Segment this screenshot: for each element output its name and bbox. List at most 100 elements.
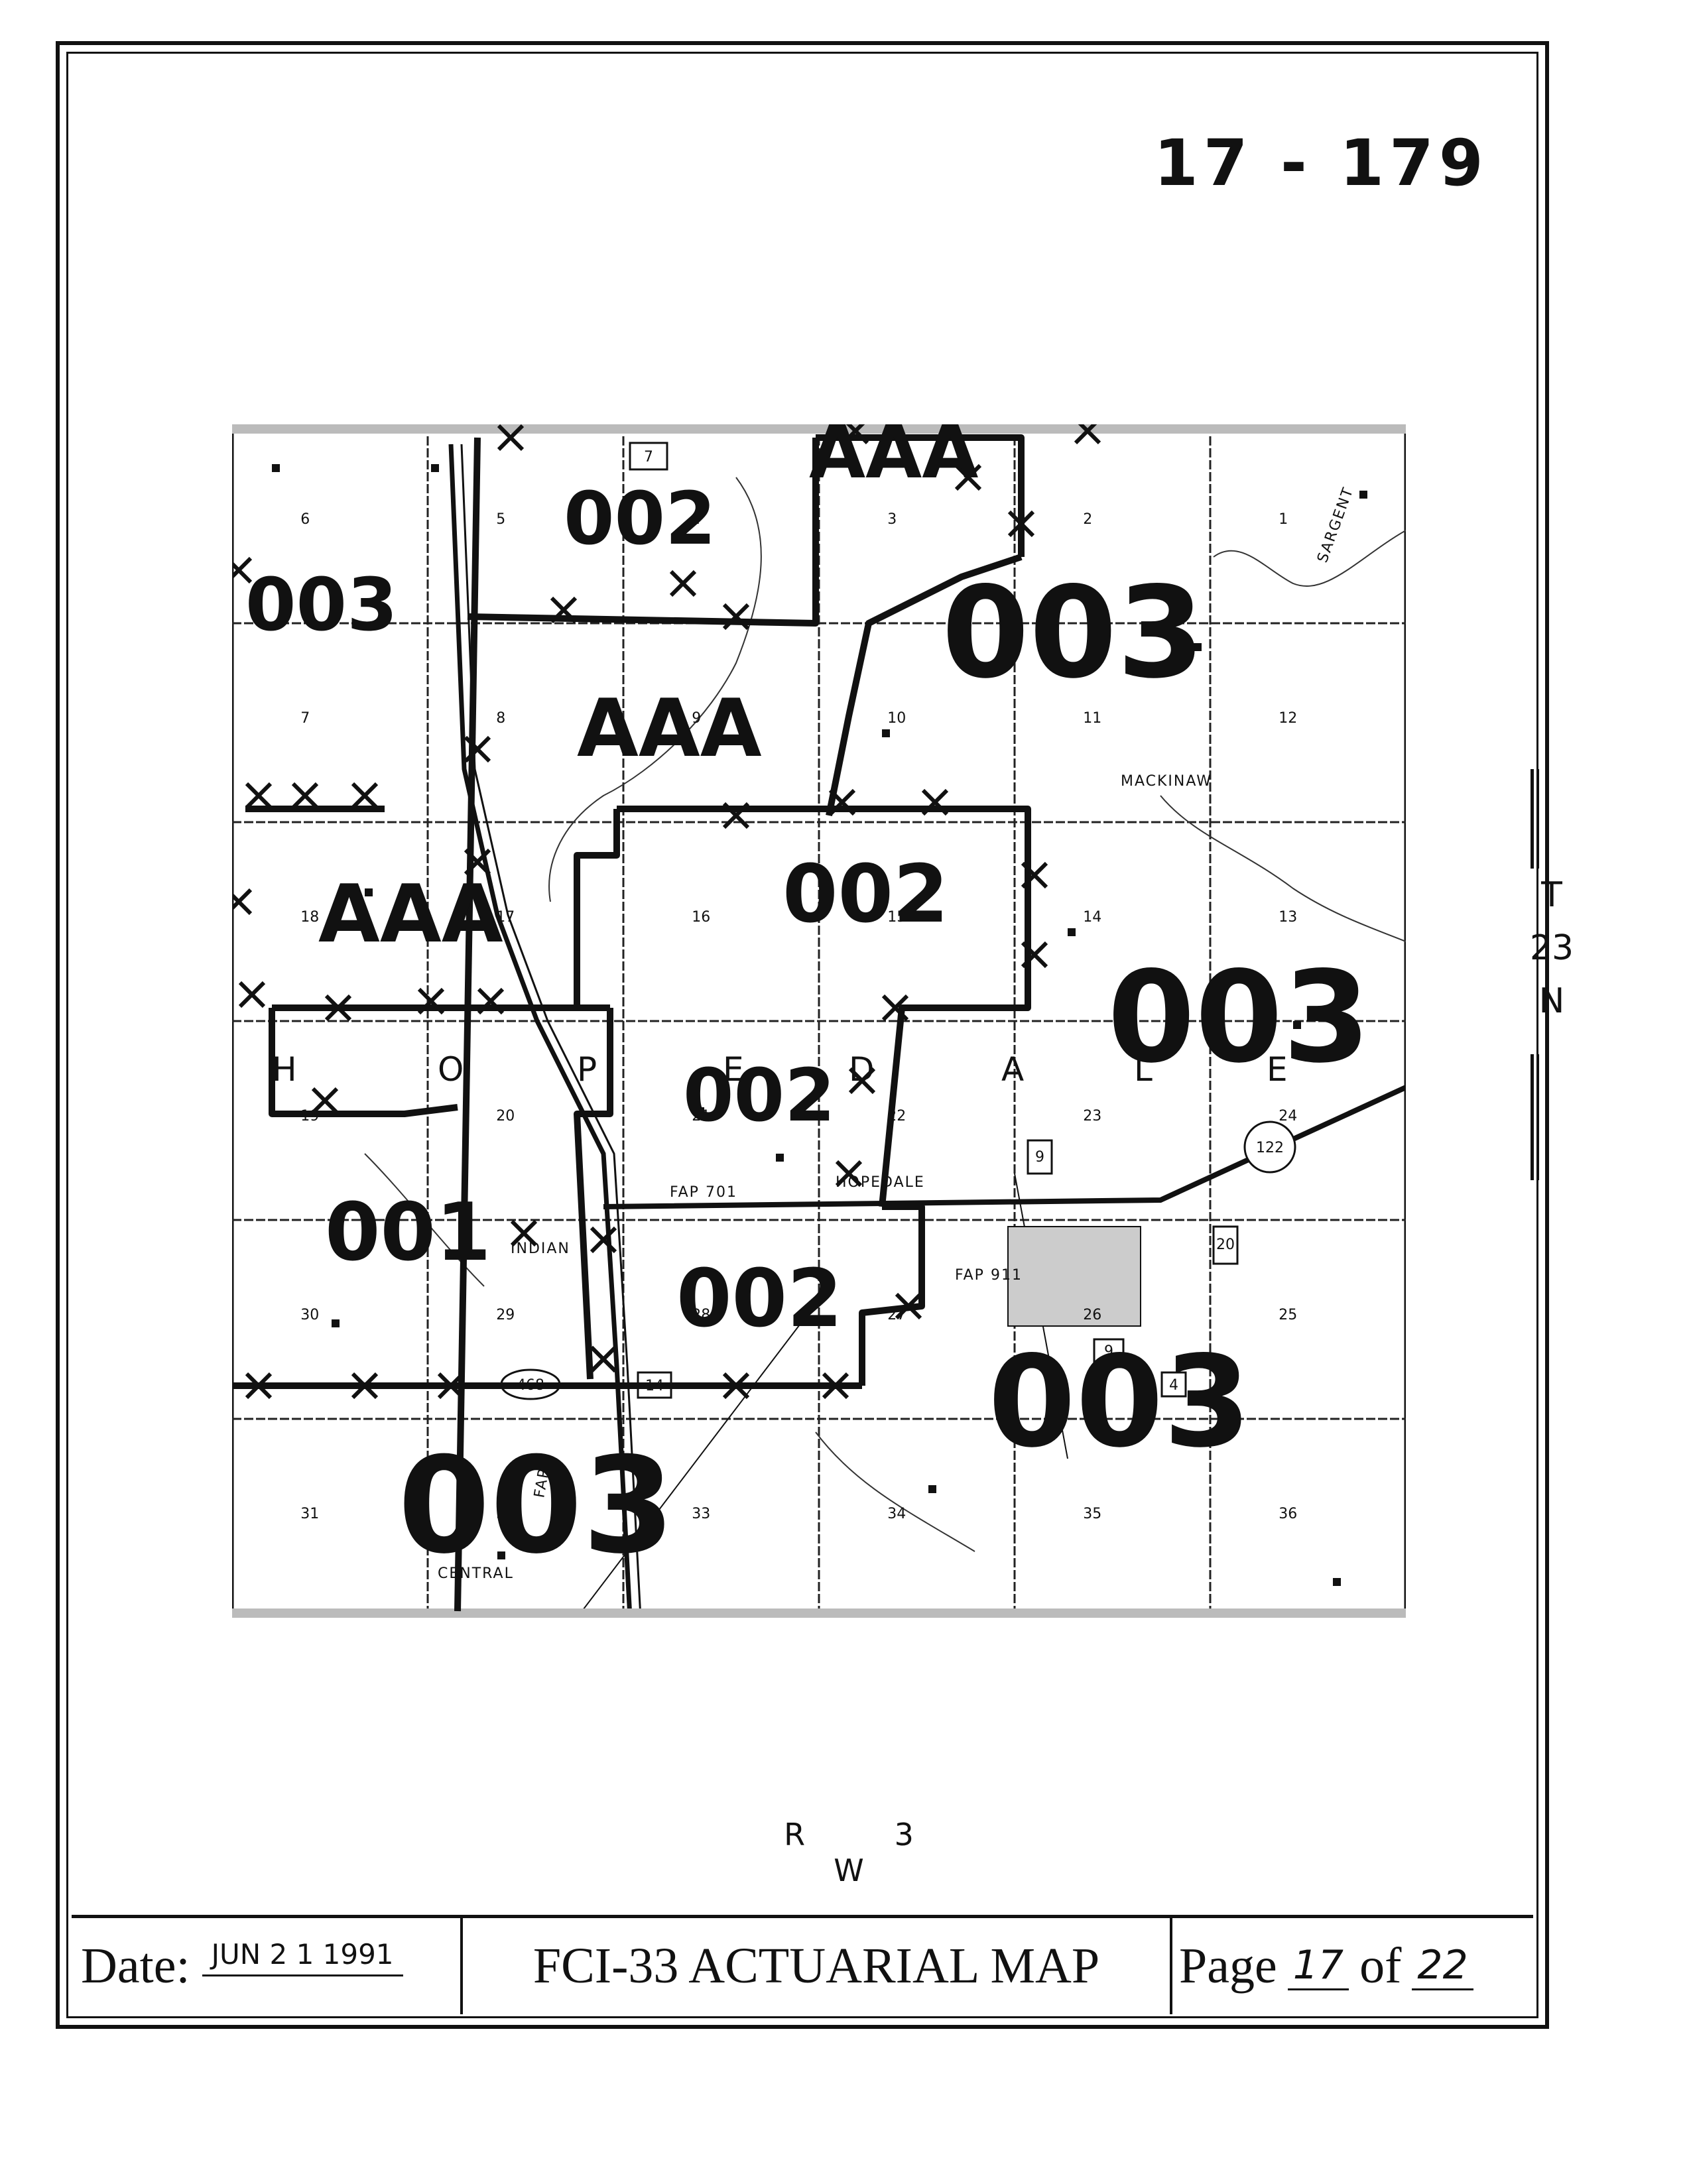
- x-mark: [590, 1345, 617, 1373]
- x-mark: [1074, 424, 1101, 445]
- section-number: 2: [1083, 511, 1092, 528]
- section-number: 23: [1083, 1108, 1101, 1124]
- x-mark: [497, 424, 525, 452]
- section-number: 32: [496, 1506, 515, 1522]
- zone-label: 002: [564, 476, 716, 561]
- section-number: 14: [1083, 909, 1101, 926]
- section-number: 36: [1279, 1506, 1297, 1522]
- document-number: 17 - 179: [1154, 126, 1489, 200]
- x-mark: [722, 1372, 750, 1400]
- x-mark: [351, 1372, 379, 1400]
- section-number: 7: [300, 710, 310, 727]
- place-label-central: CENTRAL: [438, 1565, 514, 1582]
- section-number: 35: [1083, 1506, 1101, 1522]
- place-label-hopedale: HOPEDALE: [836, 1174, 925, 1191]
- farmstead-marker: [696, 1107, 704, 1115]
- of-label: of: [1359, 1938, 1402, 1994]
- zone-label: AAA: [318, 869, 503, 961]
- township-name-letter: O: [438, 1050, 464, 1089]
- township-name-letter: E: [723, 1050, 744, 1089]
- footer-page-cell: Page 17 of 22: [1172, 1918, 1533, 2014]
- farmstead-marker: [776, 1154, 784, 1162]
- farmstead-marker: [365, 888, 373, 896]
- x-mark: [722, 603, 750, 631]
- range-axis-label: R 3 W: [784, 1817, 954, 1888]
- x-mark: [464, 735, 491, 763]
- x-mark: [351, 782, 379, 810]
- route-shield-9b: 9: [1104, 1343, 1113, 1360]
- route-shield-7-box: [629, 442, 668, 471]
- section-number: 1: [1279, 511, 1288, 528]
- township-name-letter: A: [1001, 1050, 1024, 1089]
- section-number: 5: [496, 511, 505, 528]
- zone-label: 003: [1107, 944, 1371, 1091]
- farmstead-marker: [332, 1319, 340, 1327]
- x-mark: [835, 1160, 863, 1187]
- route-shield-4-box: [1160, 1371, 1187, 1398]
- x-mark: [828, 788, 856, 816]
- section-number: 12: [1279, 710, 1297, 727]
- farmstead-marker: [1293, 1021, 1301, 1029]
- zone-label: AAA: [809, 424, 978, 495]
- x-mark: [822, 1372, 849, 1400]
- farmstead-marker: [1068, 928, 1076, 936]
- axis-letter-n: N: [1538, 981, 1565, 1021]
- zone-label: 003: [245, 562, 398, 647]
- page-number: 17: [1287, 1942, 1349, 1990]
- x-mark: [311, 1087, 339, 1115]
- x-mark: [921, 788, 949, 816]
- farmstead-marker: [272, 464, 280, 472]
- farmstead-marker: [1333, 1578, 1341, 1586]
- map-title: FCI-33 ACTUARIAL MAP: [532, 1938, 1100, 1994]
- axis-bar-bottom: [1531, 1054, 1534, 1180]
- x-mark: [510, 1219, 538, 1247]
- section-number: 17: [496, 909, 515, 926]
- route-shield-9a: 9: [1035, 1149, 1044, 1166]
- axis-bar-top: [1531, 769, 1534, 869]
- footer-table: Date: JUN 2 1 1991 FCI-33 ACTUARIAL MAP …: [72, 1915, 1533, 2014]
- section-number: 24: [1279, 1108, 1297, 1124]
- township-axis-label: T 23 N: [1525, 869, 1578, 1028]
- section-number: 11: [1083, 710, 1101, 727]
- x-mark: [954, 463, 982, 491]
- section-number: 6: [300, 511, 310, 528]
- x-mark: [1007, 510, 1035, 538]
- farmstead-marker: [928, 1485, 936, 1493]
- section-number: 21: [692, 1108, 710, 1124]
- creek-lines: [364, 477, 1406, 1552]
- township-name-letter: P: [577, 1050, 597, 1089]
- x-mark: [1021, 861, 1048, 889]
- section-number: 20: [496, 1108, 515, 1124]
- section-number: 29: [496, 1307, 515, 1323]
- x-mark: [437, 1372, 465, 1400]
- zone-label: 003: [988, 1329, 1251, 1475]
- axis-number-23: 23: [1529, 928, 1574, 968]
- axis-bar-top-inner: [1537, 769, 1539, 869]
- farmstead-marker: [431, 464, 439, 472]
- footer-date-cell: Date: JUN 2 1 1991: [72, 1918, 463, 2014]
- farmstead-marker: [882, 729, 890, 737]
- place-label-fap701: FAP 701: [670, 1184, 737, 1201]
- zone-label: 002: [782, 849, 949, 941]
- section-number: 16: [692, 909, 710, 926]
- zone-label: 003: [398, 1429, 674, 1583]
- section-number: 13: [1279, 909, 1297, 926]
- page-total: 22: [1412, 1942, 1473, 1990]
- route-shield-20: 20: [1216, 1237, 1235, 1253]
- section-number: 25: [1279, 1307, 1297, 1323]
- footer-title-cell: FCI-33 ACTUARIAL MAP: [463, 1918, 1172, 2014]
- route-shield-9a-box: [1027, 1139, 1053, 1175]
- x-mark: [895, 1292, 922, 1320]
- page-label: Page: [1179, 1938, 1277, 1994]
- zone-label: 002: [676, 1253, 843, 1345]
- x-mark: [324, 994, 352, 1022]
- x-mark: [550, 596, 578, 624]
- section-number: 18: [300, 909, 319, 926]
- section-number: 10: [887, 710, 906, 727]
- place-label-fap911: FAP 911: [955, 1267, 1023, 1284]
- place-label-mackinaw: MACKINAW: [1121, 773, 1212, 790]
- section-number: 28: [692, 1307, 710, 1323]
- x-mark: [590, 1226, 617, 1254]
